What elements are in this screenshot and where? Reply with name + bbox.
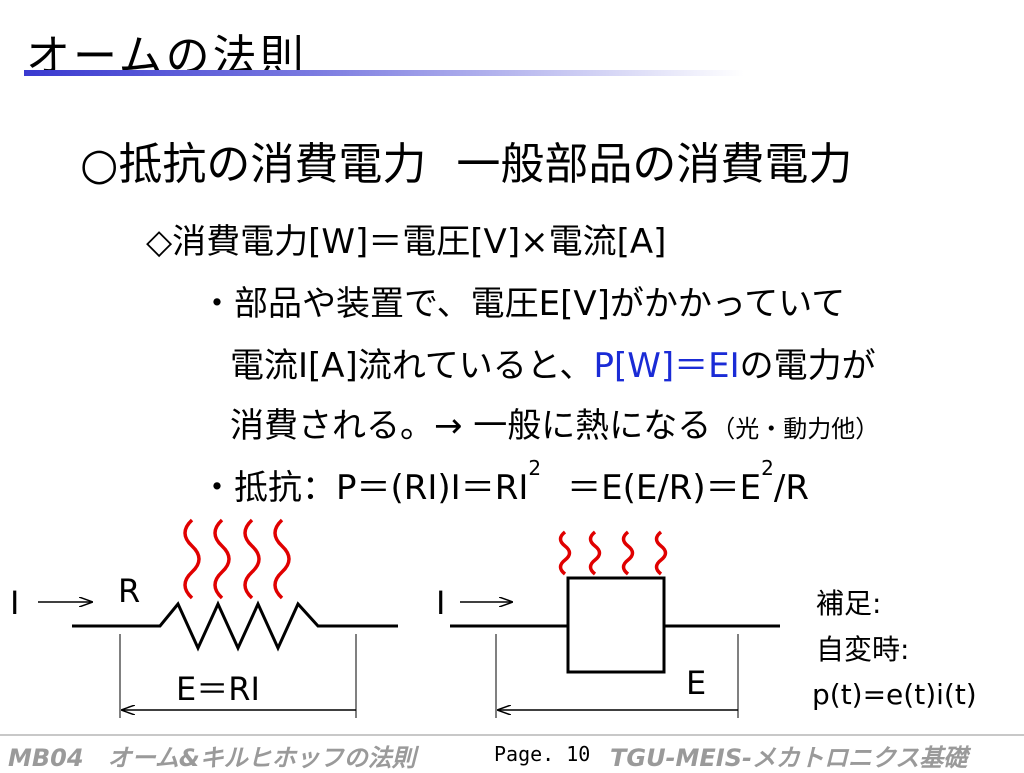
- bullet1-line2-c: の電力が: [739, 346, 876, 386]
- left-heat-waves: [183, 518, 291, 600]
- heat-wave-icon: [654, 530, 668, 576]
- bullet1-line3-a: 消費される。→ 一般に熱になる: [230, 406, 712, 446]
- note-line2: 自変時:: [816, 633, 910, 666]
- right-heat-waves: [558, 530, 668, 576]
- right-voltage-label: E: [686, 664, 707, 702]
- bullet1-line1: ・部品や装置で、電圧E[V]がかかっていて: [200, 284, 846, 324]
- heat-wave-icon: [183, 518, 201, 600]
- footer-page-number: Page. 10: [494, 742, 591, 766]
- left-current-label: I: [10, 584, 20, 622]
- bullet1-line2: 電流I[A]流れていると、P[W]＝EIの電力が: [230, 338, 876, 387]
- heat-wave-icon: [213, 518, 231, 600]
- footer-course: MB04 オーム&キルヒホッフの法則: [8, 744, 416, 772]
- bullet2-exp1: 2: [528, 456, 542, 480]
- bullet1-line3-b: （光・動力他）: [711, 415, 880, 443]
- resistor-label: R: [118, 572, 141, 610]
- bullet2-line: ・抵抗：P＝(RI)I＝RI2＝E(E/R)＝E2/R: [200, 456, 809, 509]
- bullet2-a: ・抵抗：P＝(RI)I＝RI: [200, 468, 529, 508]
- component-box: [566, 576, 666, 674]
- title-underline: [24, 70, 744, 76]
- heading-right: 一般部品の消費電力: [456, 139, 853, 190]
- resistor-symbol: [72, 600, 398, 652]
- footer-divider: [0, 734, 1024, 736]
- heat-wave-icon: [273, 518, 291, 600]
- heat-wave-icon: [243, 518, 261, 600]
- bullet1-line3: 消費される。→ 一般に熱になる（光・動力他）: [230, 398, 879, 447]
- power-formula: P[W]＝EI: [593, 346, 740, 386]
- bullet2-e: /R: [773, 468, 809, 508]
- slide-heading: ○抵抗の消費電力一般部品の消費電力: [80, 128, 852, 192]
- heat-wave-icon: [588, 530, 602, 576]
- bullet2-c: ＝E(E/R)＝E: [567, 468, 762, 508]
- heading-left: ○抵抗の消費電力: [80, 139, 427, 190]
- bullet2-exp2: 2: [761, 456, 774, 480]
- left-voltage-label: E＝RI: [176, 670, 260, 708]
- heat-wave-icon: [558, 530, 572, 576]
- footer-org: TGU-MEIS-メカトロニクス基礎: [610, 744, 968, 772]
- right-current-label: I: [436, 584, 446, 622]
- formula-line: ◇消費電力[W]＝電圧[V]×電流[A]: [146, 222, 667, 262]
- bullet1-line2-a: 電流I[A]流れていると、: [230, 346, 594, 386]
- note-line1: 補足:: [816, 587, 882, 620]
- heat-wave-icon: [621, 530, 635, 576]
- note-line3: p(t)=e(t)i(t): [812, 678, 977, 711]
- circuit-diagram: [38, 518, 780, 718]
